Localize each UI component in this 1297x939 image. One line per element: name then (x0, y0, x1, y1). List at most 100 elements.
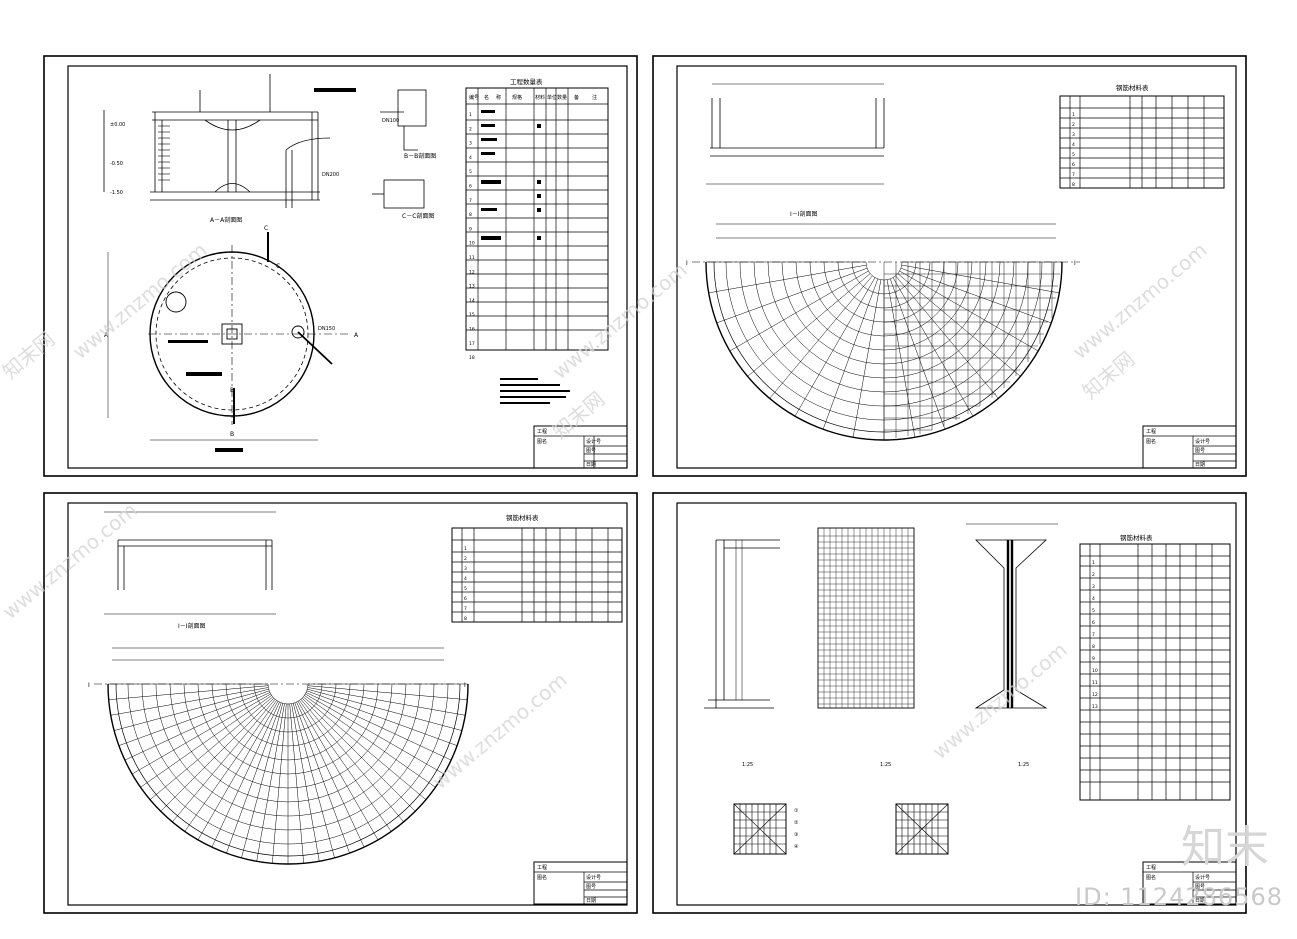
title-block-date: 日期 (1195, 462, 1205, 468)
table-row-number: 6 (464, 596, 467, 602)
table-row-number: 7 (464, 606, 467, 612)
sheet-2-table-title: 钢筋材料表 (1116, 83, 1149, 92)
table-row-number: 12 (1092, 692, 1098, 698)
table-row-number: 13 (469, 284, 475, 290)
table-header-note-1: 备 (574, 94, 579, 101)
radial-rebar (291, 703, 320, 862)
title-block-drawing-no: 图号 (1195, 448, 1205, 454)
radial-rebar (901, 264, 1060, 294)
watermark-url-6: www.znzmo.com (928, 638, 1072, 764)
radial-rebar (118, 690, 270, 746)
table-row-number: 2 (1092, 572, 1095, 578)
table-header-spec: 规格 (512, 94, 522, 101)
cut-mark-a-left: A (104, 332, 109, 339)
table-row-number: 12 (469, 269, 475, 275)
radial-rebar (794, 277, 876, 417)
title-block-drawing-no: 图号 (586, 448, 596, 454)
radial-rebar (307, 687, 466, 716)
table-row-number: 4 (469, 155, 472, 161)
sheet-1-title-block-text: 工程 图名 设计号 图号 日期 (537, 428, 601, 468)
sheet-2-grid-right (883, 262, 1060, 440)
radial-rebar (197, 701, 279, 841)
radial-rebar (307, 688, 462, 731)
pipe-label-dn100: DN100 (382, 118, 399, 124)
table-row-number: 6 (1092, 620, 1095, 626)
sheet-2-title-block-text: 工程 图名 设计号 图号 日期 (1146, 428, 1210, 468)
table-row-number: 1 (1092, 560, 1095, 566)
radial-rebar (747, 273, 871, 377)
level-mid: -0.50 (110, 161, 123, 167)
section-cc-title: C－C剖面图 (402, 212, 434, 220)
radial-rebar (769, 275, 873, 399)
level-top: ±0.00 (110, 122, 125, 128)
table-row-number: 13 (1092, 704, 1098, 710)
radial-rebar (241, 703, 284, 858)
sheet-2-section (692, 83, 1080, 263)
radial-rebar (889, 278, 946, 430)
radial-rebar (149, 696, 273, 800)
table-row-number: 8 (464, 616, 467, 622)
table-header-material: 材料 (535, 94, 545, 101)
sheet-3-rebar-table (451, 527, 623, 623)
table-row-number: 5 (469, 169, 472, 175)
radial-rebar (899, 270, 1039, 352)
radial-rebar (299, 700, 392, 832)
title-block-name: 图名 (537, 438, 547, 445)
sheet-4-table-title: 钢筋材料表 (1120, 533, 1153, 542)
table-row-number: 4 (1092, 596, 1095, 602)
table-row-number: 3 (464, 566, 467, 572)
table-row-number: 5 (1072, 152, 1075, 158)
table-row-number: 5 (1092, 608, 1095, 614)
sheet-4-title-block-text: 工程 图名 设计号 图号 日期 (1146, 864, 1210, 904)
table-row-number: 2 (469, 126, 472, 132)
radial-rebar (294, 702, 350, 854)
section-bb-title: B－B剖面图 (404, 152, 436, 160)
title-block-project: 工程 (537, 428, 547, 435)
sheet-4-frame (652, 492, 1247, 914)
radial-rebar (172, 699, 276, 823)
radial-rebar (892, 277, 974, 417)
table-row-number: 18 (469, 355, 475, 361)
watermark-url-1: www.znzmo.com (68, 238, 212, 364)
sheet-1-ladder (158, 125, 170, 181)
sheet-4-detail-2 (895, 803, 949, 855)
title-block-project: 工程 (537, 864, 547, 871)
sheet-4-detail-1 (733, 803, 787, 855)
sheet-2-cut-right: I (1074, 260, 1076, 267)
radial-rebar (114, 688, 269, 731)
sheet-2-radial-bars (706, 261, 1062, 440)
table-row-number: 10 (469, 241, 475, 247)
title-block-name: 图名 (1146, 874, 1156, 881)
sheet-3-frame (43, 492, 638, 914)
radial-rebar (307, 685, 468, 700)
table-row-number: 9 (1092, 656, 1095, 662)
sheet-1-plan-dark-labels (168, 88, 356, 452)
table-row-number: 4 (464, 576, 467, 582)
sheet-4-mesh-scale: 1:25 (880, 762, 891, 768)
table-row-number: 17 (469, 341, 475, 347)
radial-rebar (886, 279, 916, 438)
radial-rebar (211, 701, 280, 848)
sheet-3-title-block-text: 工程 图名 设计号 图号 日期 (537, 864, 601, 904)
watermark-name-2: 知末网 (548, 387, 609, 444)
sheet-3-cut-right: I (464, 682, 466, 689)
sheet-4-text: 1:25 1:25 1:25 钢筋材料表 ① ② ③ ④ (742, 533, 1153, 850)
sheet-1-frame (43, 55, 638, 477)
radial-rebar (140, 695, 272, 788)
sheet-3-cut-left: I (88, 682, 90, 689)
radial-rebar (272, 703, 287, 864)
table-row-number: 7 (469, 198, 472, 204)
radial-rebar (292, 703, 335, 858)
watermark-url-4: www.znzmo.com (0, 498, 142, 624)
sheet-4-elevation-scale: 1:25 (742, 762, 753, 768)
sheet-2-title-block (1142, 425, 1237, 469)
bubble-4: ④ (794, 844, 799, 850)
radial-rebar (708, 264, 867, 294)
sheet-4-mesh-lines (818, 528, 914, 708)
sheet-4-center-column (966, 523, 1058, 709)
radial-rebar (822, 278, 879, 430)
title-block-date: 日期 (586, 898, 596, 904)
table-header-note-2: 注 (592, 94, 597, 101)
